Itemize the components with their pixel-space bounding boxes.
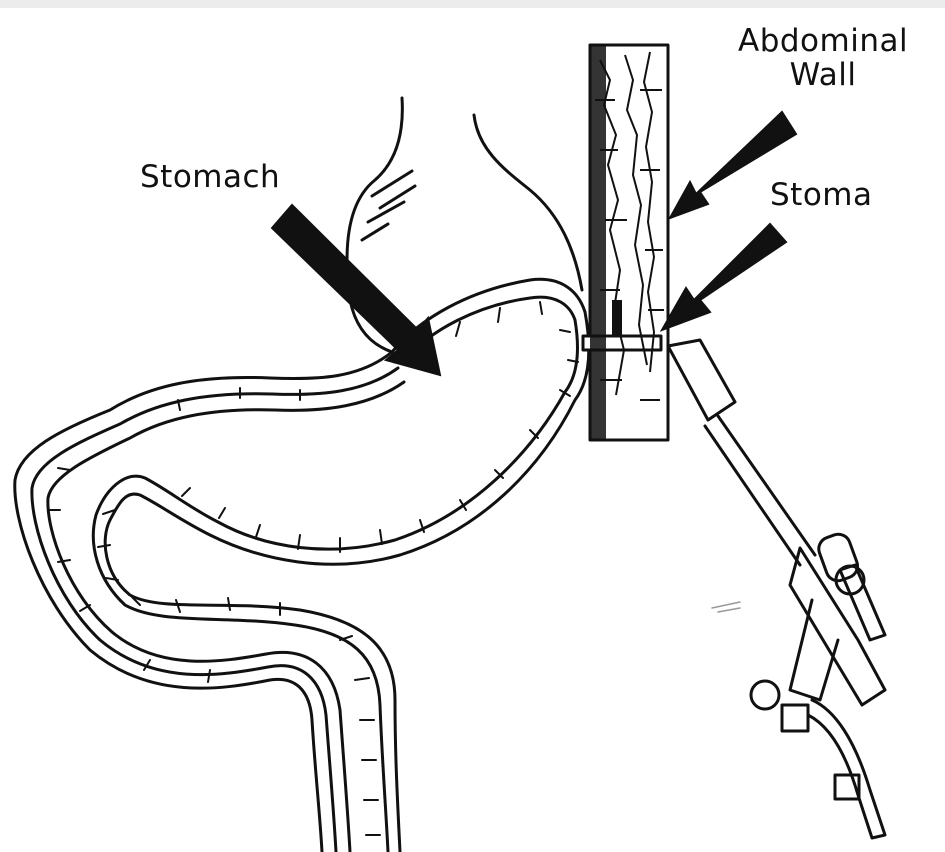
stomach-label: Stomach bbox=[140, 160, 280, 194]
intestine-outer bbox=[15, 352, 392, 852]
stomach-inner bbox=[93, 297, 577, 852]
faint-marks bbox=[712, 602, 740, 612]
stomach-outer bbox=[105, 279, 589, 852]
abdominal-wall-label-line1: Abdominal bbox=[738, 24, 908, 58]
endoscope-tip bbox=[668, 340, 735, 420]
endoscope-handle bbox=[790, 600, 838, 700]
endoscope-shaft-bottom bbox=[705, 426, 800, 565]
endoscope-valve-block bbox=[782, 705, 808, 731]
esophagus-folds bbox=[362, 171, 415, 240]
endoscope-valve bbox=[751, 681, 779, 709]
stoma-arrow bbox=[662, 224, 786, 330]
stomach-arrow bbox=[272, 205, 440, 375]
esophagus-right bbox=[474, 115, 582, 290]
abdominal-wall-label-line2: Wall bbox=[738, 58, 908, 92]
intestine-mid bbox=[32, 368, 398, 852]
abdominal-wall-label: Abdominal Wall bbox=[738, 24, 908, 92]
endoscope-cable bbox=[808, 700, 885, 838]
endoscope-knob-top bbox=[815, 531, 860, 584]
endoscope-shaft-top bbox=[718, 416, 815, 555]
stoma-label: Stoma bbox=[770, 178, 873, 212]
intestine-inner bbox=[48, 382, 404, 852]
